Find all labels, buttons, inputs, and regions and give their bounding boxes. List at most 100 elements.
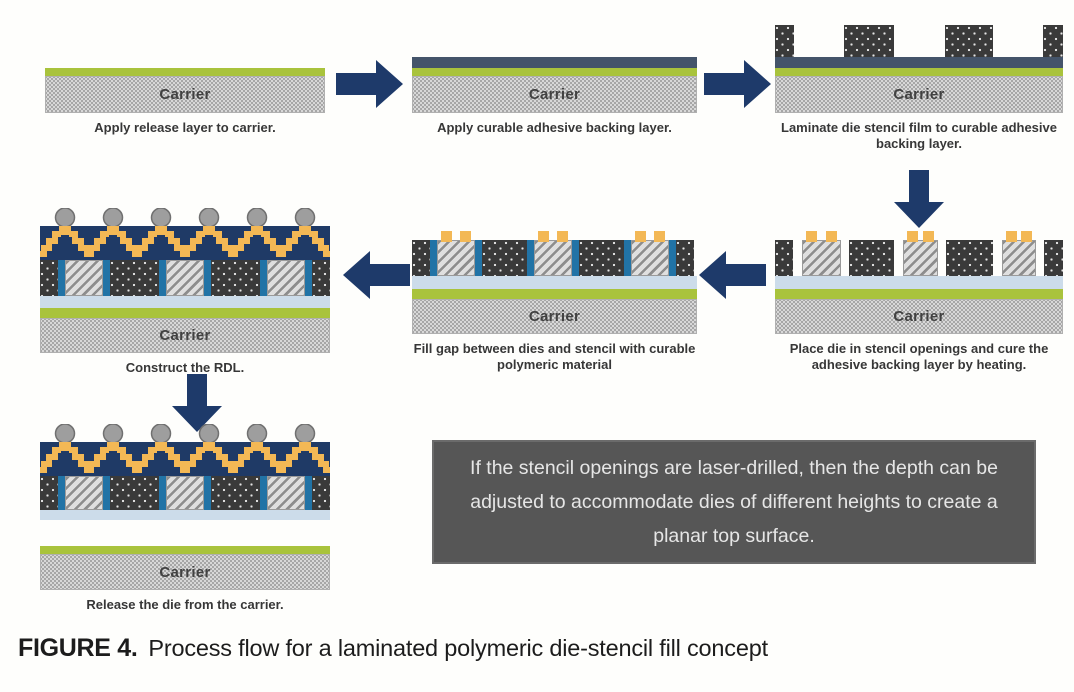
release-layer <box>775 289 1063 299</box>
die-block <box>65 260 103 296</box>
rdl-with-solder-balls <box>40 424 330 476</box>
die-pad <box>825 231 837 242</box>
polymer-gap-fill <box>475 240 482 276</box>
stencil-block <box>482 240 527 276</box>
carrier-label: Carrier <box>528 308 581 325</box>
die-pad <box>557 231 568 242</box>
die-pad <box>805 231 817 242</box>
die-stencil-row <box>775 231 1063 276</box>
step-4-panel: Carrier Place die in stencil openings an… <box>775 230 1063 373</box>
cured-adhesive-layer <box>775 276 1063 289</box>
step-5-caption: Fill gap between dies and stencil with c… <box>413 341 696 372</box>
figure-caption: FIGURE 4. Process flow for a laminated p… <box>18 634 768 663</box>
carrier-label: Carrier <box>893 86 945 103</box>
stencil-block <box>844 25 895 57</box>
die-stencil-filled-row <box>412 231 697 276</box>
die-block <box>267 476 305 510</box>
polymer-gap-fill <box>260 476 267 510</box>
stencil-block <box>849 240 894 276</box>
arrow-left-icon <box>342 248 410 302</box>
carrier-block: Carrier <box>412 299 697 334</box>
die-block <box>166 260 204 296</box>
cured-adhesive-layer <box>40 296 330 308</box>
die-pad <box>538 231 549 242</box>
polymer-gap-fill <box>103 476 110 510</box>
step-7-panel: Carrier Release the die from the carrier… <box>40 424 330 613</box>
polymer-gap-fill <box>204 260 211 296</box>
arrow-right-icon <box>704 57 772 111</box>
polymer-gap-fill <box>669 240 676 276</box>
step-1-caption: Apply release layer to carrier. <box>94 120 276 135</box>
step-6-panel: Carrier Construct the RDL. <box>40 208 330 376</box>
stencil-block <box>412 240 430 276</box>
die-pad <box>654 231 665 242</box>
stencil-film-row <box>775 25 1063 57</box>
carrier-block: Carrier <box>775 299 1063 334</box>
step-2-panel: Carrier Apply curable adhesive backing l… <box>412 57 697 136</box>
stencil-block <box>944 25 993 57</box>
step-2-caption: Apply curable adhesive backing layer. <box>437 120 672 135</box>
step-6-caption: Construct the RDL. <box>125 360 245 375</box>
laser-drilled-note: If the stencil openings are laser-drille… <box>432 440 1036 564</box>
arrow-down-icon <box>892 170 946 230</box>
die-pad <box>922 231 934 242</box>
figure-label: FIGURE 4. <box>18 634 138 662</box>
die-block <box>437 231 475 276</box>
carrier-block: Carrier <box>775 76 1063 113</box>
step-1-panel: Carrier Apply release layer to carrier. <box>45 68 325 136</box>
die-pad <box>906 231 918 242</box>
step-5-panel: Carrier Fill gap between dies and stenci… <box>412 230 697 373</box>
carrier-label: Carrier <box>893 308 945 325</box>
stencil-block <box>110 476 159 510</box>
adhesive-backing-layer <box>412 57 697 68</box>
polymer-gap-fill <box>58 260 65 296</box>
rdl-with-solder-balls <box>40 208 330 260</box>
note-text: If the stencil openings are laser-drille… <box>470 457 998 547</box>
figure-caption-body: Process flow for a laminated polymeric d… <box>148 635 768 661</box>
polymer-gap-fill <box>624 240 631 276</box>
carrier-label: Carrier <box>159 327 211 344</box>
die-stencil-filled-row <box>40 260 330 296</box>
release-layer <box>45 68 325 76</box>
step-3-panel: Carrier Laminate die stencil film to cur… <box>775 25 1063 152</box>
stencil-block <box>775 240 793 276</box>
stencil-block <box>110 260 159 296</box>
carrier-label: Carrier <box>528 86 581 103</box>
polymer-gap-fill <box>204 476 211 510</box>
die-pad <box>460 231 471 242</box>
die-block <box>534 231 572 276</box>
polymer-gap-fill <box>260 260 267 296</box>
arrow-left-icon <box>698 248 766 302</box>
die-pad <box>441 231 452 242</box>
release-layer <box>775 68 1063 76</box>
stencil-block <box>1042 25 1063 57</box>
step-4-caption: Place die in stencil openings and cure t… <box>789 341 1049 372</box>
polymer-gap-fill <box>159 260 166 296</box>
stencil-block <box>775 25 794 57</box>
die-block <box>65 476 103 510</box>
die-stencil-filled-row <box>40 476 330 510</box>
die-pad <box>1005 231 1017 242</box>
stencil-block <box>312 260 330 296</box>
release-layer <box>412 68 697 76</box>
die-block <box>631 231 669 276</box>
polymer-gap-fill <box>159 476 166 510</box>
arrow-down-icon <box>170 374 224 434</box>
arrow-right-icon <box>336 57 404 111</box>
die-block <box>267 260 305 296</box>
release-gap <box>40 520 330 546</box>
stencil-block <box>40 260 58 296</box>
die-block <box>801 231 841 276</box>
polymer-gap-fill <box>527 240 534 276</box>
polymer-gap-fill <box>58 476 65 510</box>
polymer-gap-fill <box>305 260 312 296</box>
step-7-caption: Release the die from the carrier. <box>86 597 284 612</box>
adhesive-backing-layer <box>775 57 1063 68</box>
carrier-block: Carrier <box>45 76 325 113</box>
carrier-block: Carrier <box>412 76 697 113</box>
die-pad <box>635 231 646 242</box>
stencil-block <box>40 476 58 510</box>
stencil-block <box>1044 240 1063 276</box>
cured-adhesive-layer <box>412 276 697 289</box>
